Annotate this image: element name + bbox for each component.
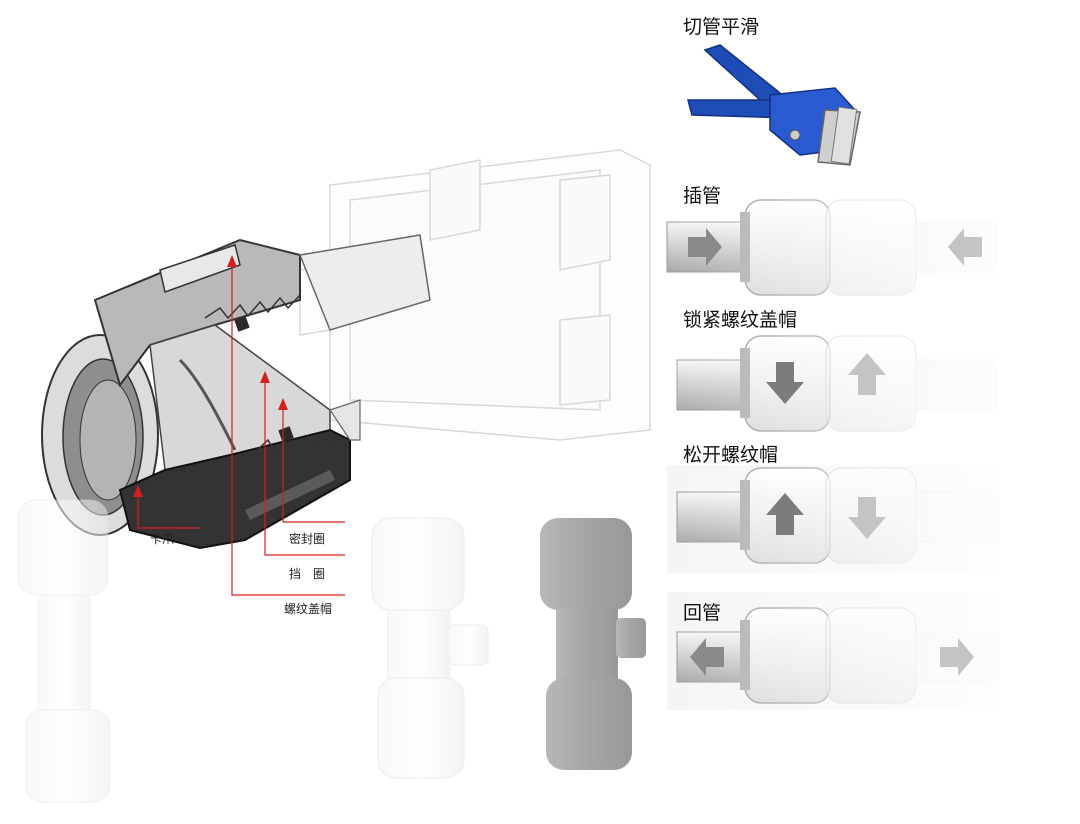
arrow-right-icon — [688, 228, 722, 266]
label-cap: 螺纹盖帽 — [284, 602, 333, 616]
step-title-loosen: 松开螺纹帽 — [683, 444, 779, 466]
fitting-withdraw-pipe — [667, 592, 1000, 710]
label-collet: 卡爪 — [150, 532, 175, 546]
label-seal: 密封圈 — [289, 532, 326, 546]
label-retainer: 挡 圈 — [289, 567, 326, 581]
arrow-left-icon — [948, 228, 982, 266]
arrow-right-icon — [940, 638, 974, 676]
fitting-insert-pipe — [666, 195, 1000, 300]
arrow-up-icon — [766, 493, 804, 535]
callout-lines — [133, 255, 345, 596]
cutaway-fitting — [41, 149, 651, 550]
pipe-cutter-illustration — [687, 44, 861, 166]
fitting-loosen-cap — [667, 465, 1000, 573]
arrow-up-icon — [848, 353, 886, 395]
arrow-down-icon — [766, 362, 804, 404]
tee-fitting-dark — [540, 518, 646, 770]
step-title-withdraw: 回管 — [683, 602, 722, 624]
step-title-insert: 插管 — [683, 185, 722, 207]
arrow-down-icon — [848, 497, 886, 539]
tee-fitting-white — [371, 517, 489, 779]
fitting-lock-cap — [667, 330, 1000, 438]
arrow-left-icon — [690, 638, 724, 676]
step-title-lock: 锁紧螺纹盖帽 — [683, 309, 798, 331]
straight-fitting-ghost — [17, 499, 111, 803]
step-title-cut: 切管平滑 — [683, 16, 760, 38]
